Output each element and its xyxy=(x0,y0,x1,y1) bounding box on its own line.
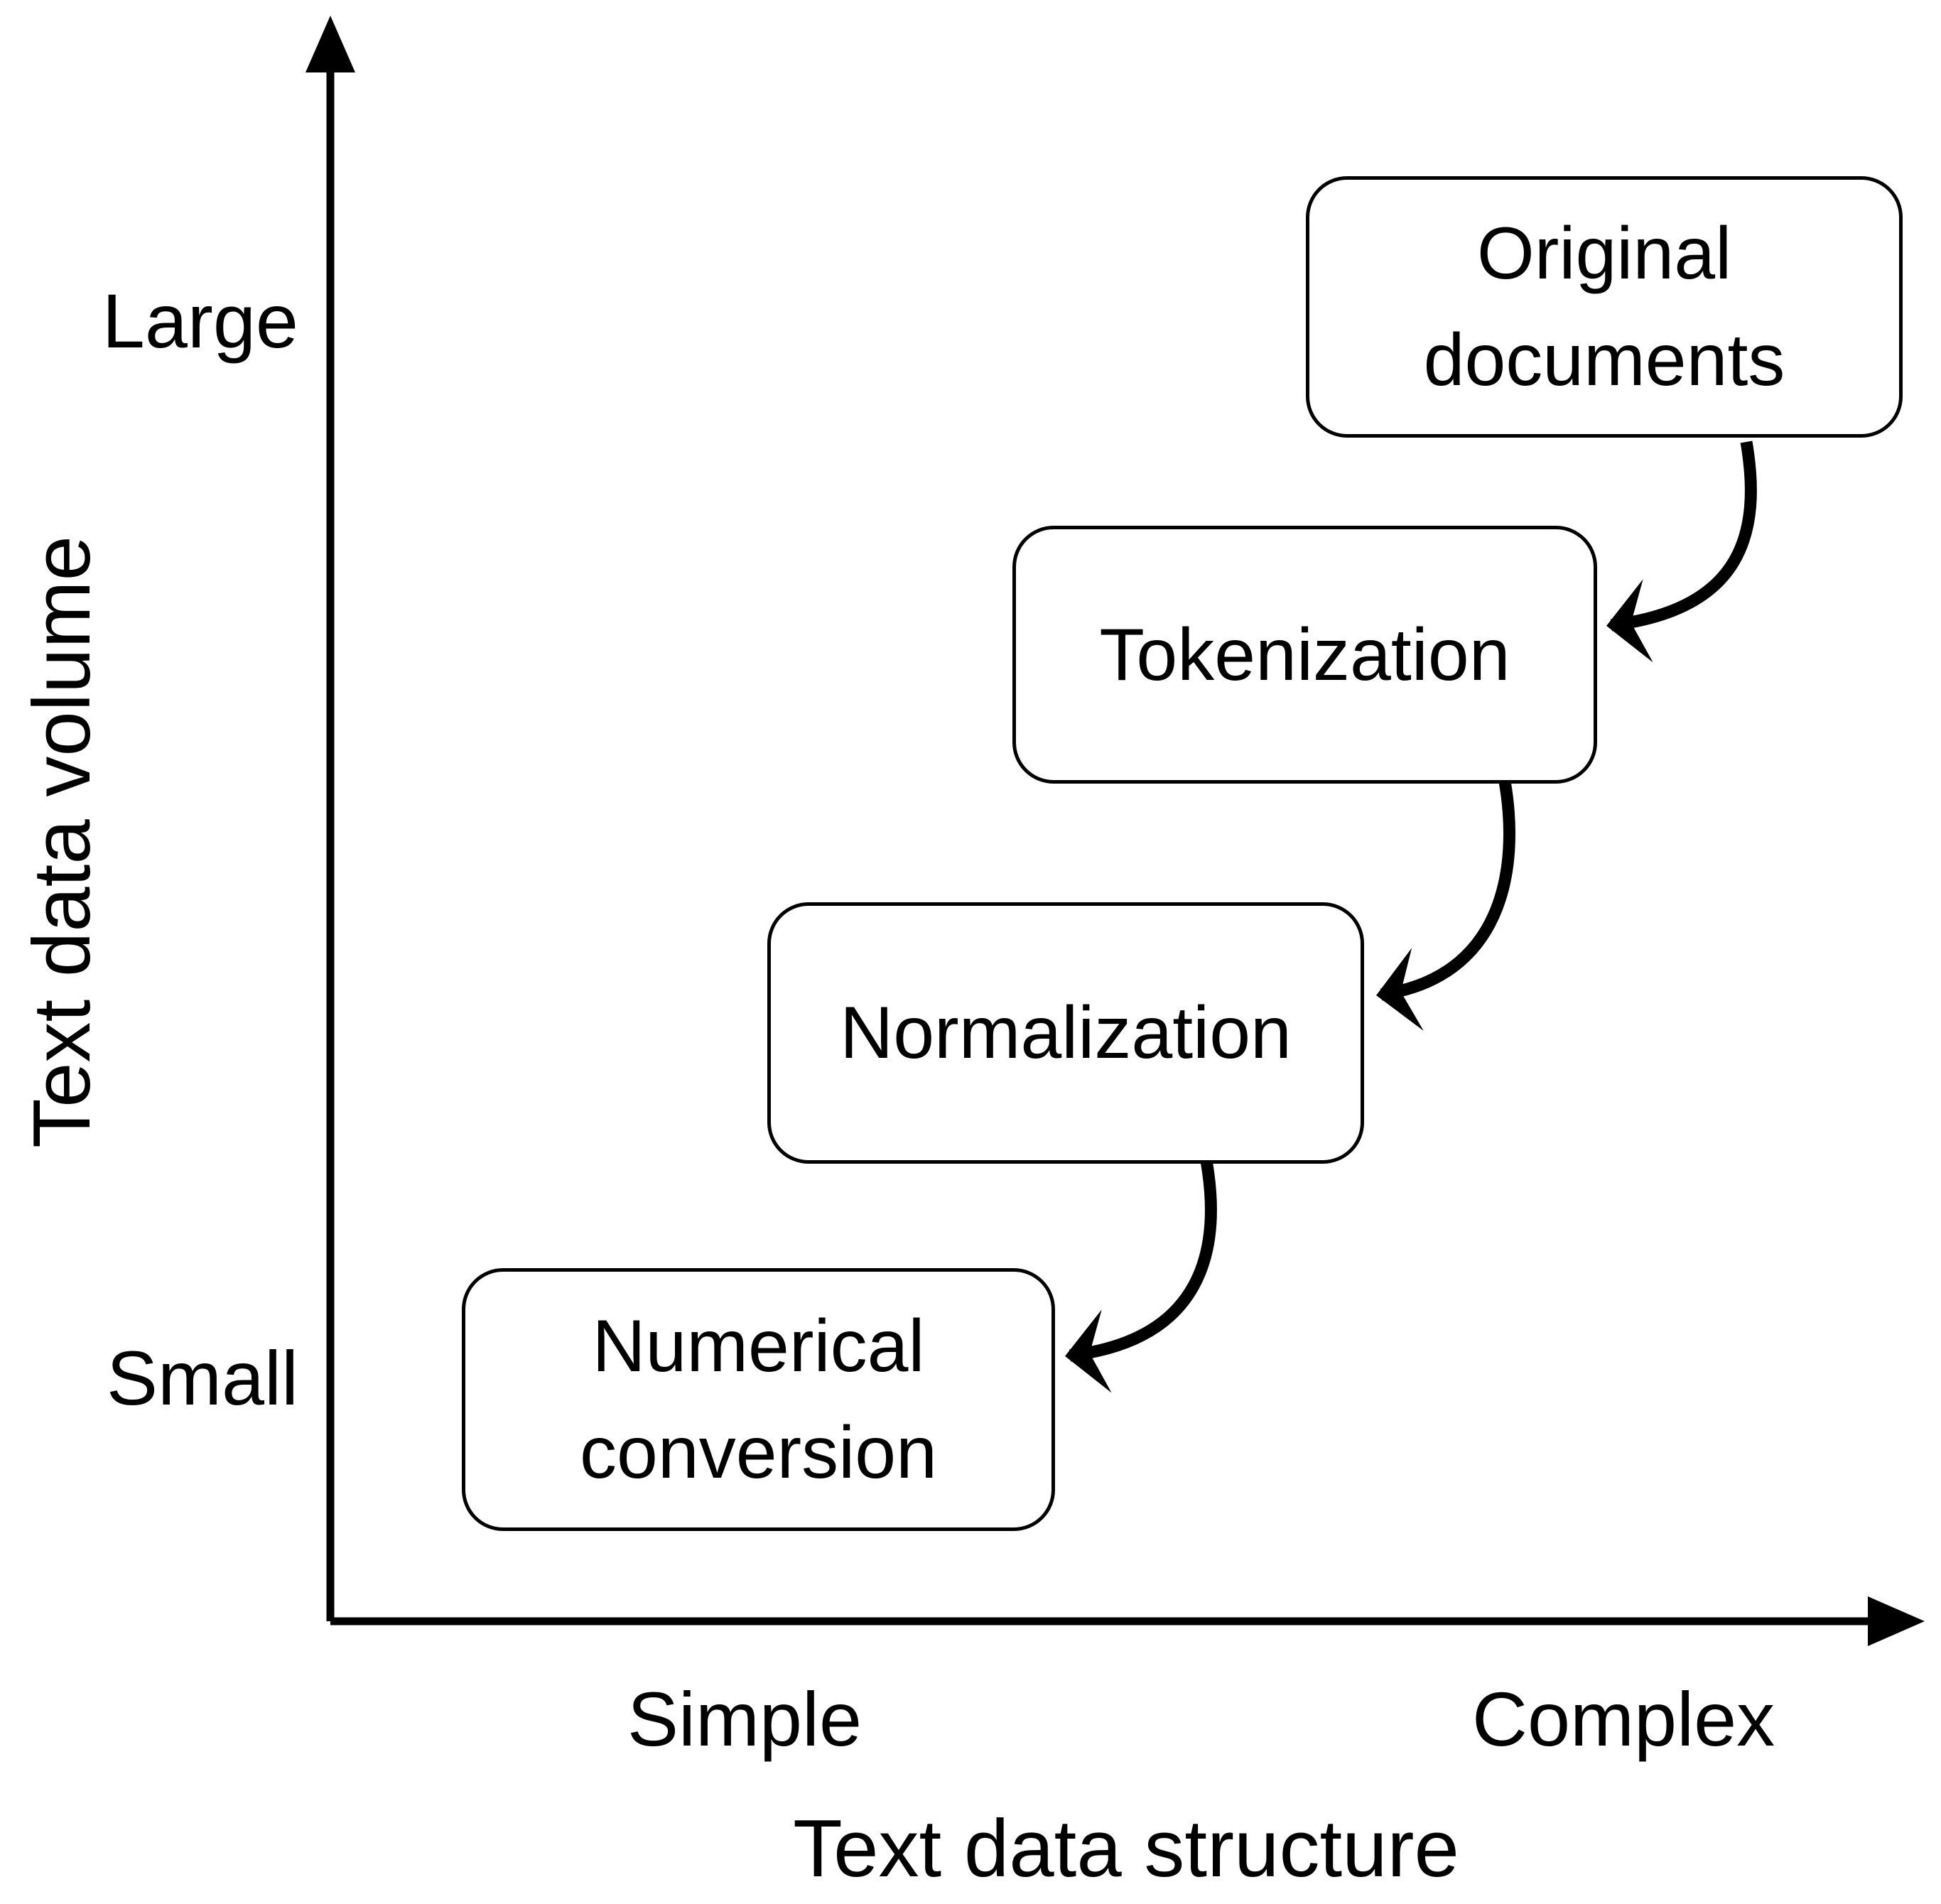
node-label-line: Numerical xyxy=(592,1305,925,1388)
y-tick-large: Large xyxy=(102,278,298,364)
y-axis-arrow-icon xyxy=(306,16,355,72)
node-label-line: Original xyxy=(1476,212,1732,295)
flow-arrow-original-to-tokenization xyxy=(1606,440,1757,663)
flow-arrow-tokenization-to-normalization xyxy=(1376,780,1515,1032)
node-original-documents: Original documents xyxy=(1306,176,1903,438)
node-label-line: conversion xyxy=(580,1412,937,1494)
x-axis xyxy=(330,1596,1925,1646)
node-normalization: Normalization xyxy=(767,902,1364,1164)
y-tick-small: Small xyxy=(106,1335,298,1421)
flow-arrow-normalization-to-numerical xyxy=(1065,1159,1217,1393)
x-axis-title: Text data structure xyxy=(793,1804,1459,1894)
x-tick-simple: Simple xyxy=(627,1676,863,1762)
x-tick-complex: Complex xyxy=(1472,1676,1775,1762)
x-axis-arrow-icon xyxy=(1868,1596,1925,1646)
y-axis xyxy=(306,16,355,1621)
node-label-line: documents xyxy=(1423,319,1785,401)
node-tokenization: Tokenization xyxy=(1012,526,1597,784)
y-axis-title: Text data volume xyxy=(17,536,107,1148)
node-label-line: Normalization xyxy=(840,992,1292,1074)
node-label-line: Tokenization xyxy=(1099,613,1510,696)
node-numerical-conversion: Numerical conversion xyxy=(462,1268,1055,1531)
